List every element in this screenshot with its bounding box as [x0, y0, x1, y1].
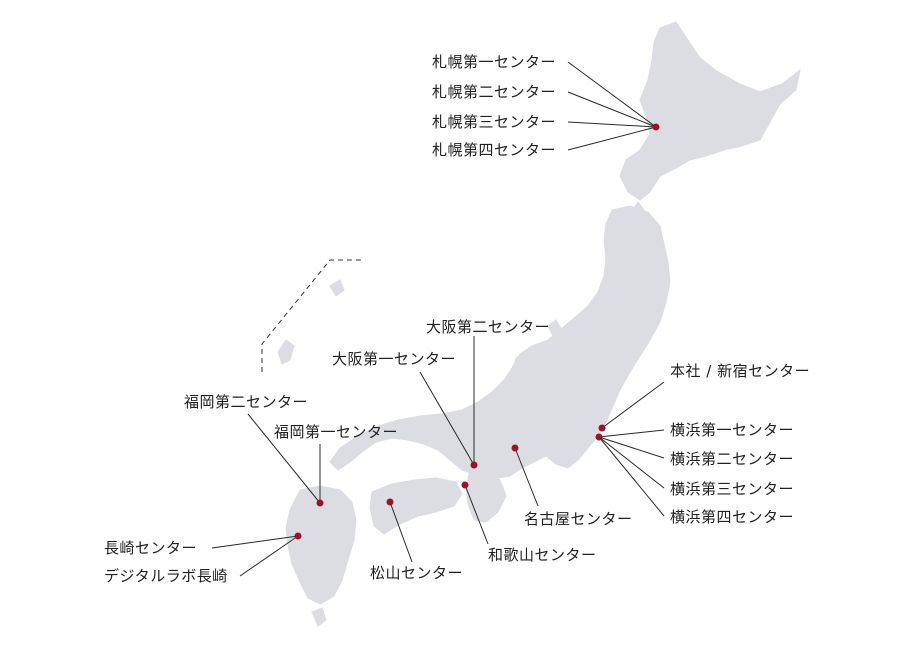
- label-wakayama[interactable]: 和歌山センター: [488, 546, 597, 564]
- label-osaka1[interactable]: 大阪第一センター: [332, 350, 457, 368]
- leader-sapporo2: [567, 91, 657, 128]
- label-yokohama1[interactable]: 横浜第一センター: [670, 421, 795, 439]
- tsushima-island: [277, 339, 295, 365]
- inset-divider: [261, 259, 362, 372]
- leader-fukuoka2: [247, 413, 321, 504]
- southern-island: [311, 607, 327, 627]
- label-yokohama3[interactable]: 横浜第三センター: [670, 480, 795, 498]
- shikoku: [369, 477, 463, 535]
- label-honsha[interactable]: 本社 / 新宿センター: [670, 362, 811, 380]
- pin-wakayama[interactable]: [461, 481, 469, 489]
- label-fukuoka1[interactable]: 福岡第一センター: [274, 423, 399, 441]
- label-sapporo4[interactable]: 札幌第四センター: [432, 141, 557, 159]
- leader-sapporo1: [567, 61, 657, 128]
- rebun-island: [631, 201, 645, 221]
- label-yokohama2[interactable]: 横浜第二センター: [670, 450, 795, 468]
- leader-matsuyama: [389, 501, 413, 563]
- noto-peninsula: [511, 351, 531, 385]
- label-matsuyama[interactable]: 松山センター: [370, 564, 464, 582]
- leader-yokohama4: [598, 436, 665, 517]
- pin-osaka[interactable]: [470, 461, 478, 469]
- pin-nagasaki[interactable]: [294, 532, 302, 540]
- leader-osaka1: [419, 371, 475, 466]
- pin-yokohama[interactable]: [595, 433, 603, 441]
- label-sapporo3[interactable]: 札幌第三センター: [432, 113, 557, 131]
- pin-nagoya[interactable]: [511, 444, 519, 452]
- leader-sapporo3: [567, 121, 657, 128]
- kii-peninsula: [465, 469, 507, 523]
- leader-sapporo4: [567, 126, 657, 151]
- oki-island: [329, 279, 345, 297]
- pin-fukuoka[interactable]: [316, 499, 324, 507]
- label-sapporo1[interactable]: 札幌第一センター: [432, 53, 557, 71]
- honshu: [329, 205, 671, 479]
- leader-yokohama2: [598, 436, 665, 459]
- label-sapporo2[interactable]: 札幌第二センター: [432, 83, 557, 101]
- label-yokohama4[interactable]: 横浜第四センター: [670, 508, 795, 526]
- leader-honsha: [601, 381, 665, 429]
- label-nagoya[interactable]: 名古屋センター: [524, 510, 633, 528]
- leader-digitallab: [239, 535, 299, 577]
- leader-nagasaki: [211, 535, 299, 549]
- pin-matsuyama[interactable]: [386, 498, 394, 506]
- leader-yokohama3: [598, 436, 665, 489]
- kyushu: [285, 485, 357, 605]
- leader-wakayama: [464, 484, 489, 545]
- label-nagasaki[interactable]: 長崎センター: [104, 539, 198, 557]
- sado-island: [547, 319, 563, 339]
- label-fukuoka2[interactable]: 福岡第二センター: [184, 393, 309, 411]
- label-osaka2[interactable]: 大阪第二センター: [426, 318, 551, 336]
- label-digitallab[interactable]: デジタルラボ長崎: [104, 567, 228, 585]
- pin-sapporo[interactable]: [652, 123, 660, 131]
- pin-honsha[interactable]: [598, 424, 606, 432]
- leader-yokohama1: [598, 429, 665, 438]
- hokkaido: [619, 21, 801, 201]
- leader-nagoya: [514, 447, 539, 507]
